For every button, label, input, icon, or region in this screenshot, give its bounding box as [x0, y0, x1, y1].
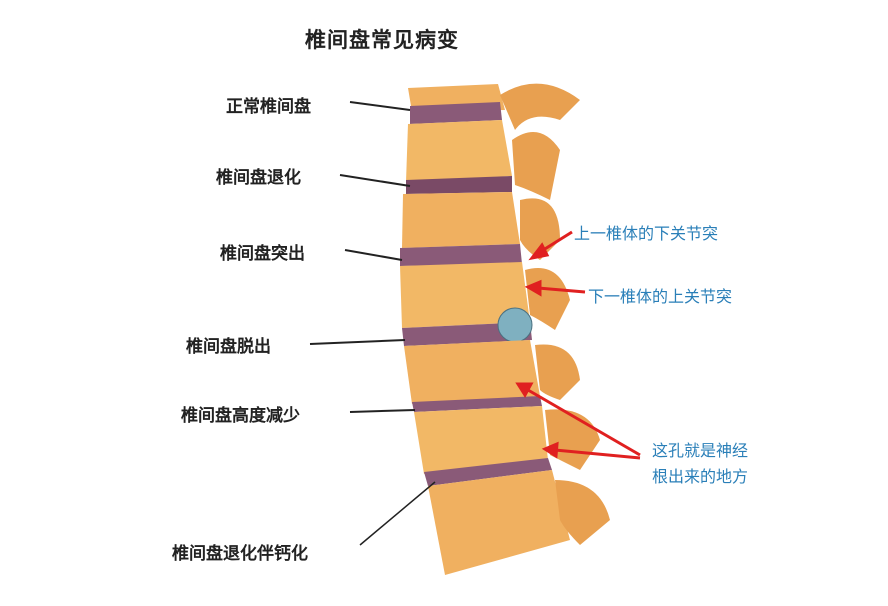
label-foramen-line1: 这孔就是神经 [652, 441, 749, 460]
vertebra [404, 340, 540, 404]
leader-lines [309, 101, 436, 546]
label-disc-herniation: 椎间盘脱出 [186, 337, 271, 357]
label-disc-bulge: 椎间盘突出 [220, 244, 305, 264]
calcified-disc [424, 458, 552, 486]
diagram-title: 椎间盘常见病变 [305, 28, 459, 52]
vertebra [406, 120, 512, 182]
red-arrows [515, 230, 641, 460]
label-calcification: 椎间盘退化伴钙化 [172, 544, 308, 564]
label-disc-height-loss: 椎间盘高度减少 [181, 406, 300, 426]
vertebral-column [400, 84, 570, 575]
normal-disc [410, 102, 502, 124]
vertebra [428, 470, 570, 575]
label-upper-facet: 上一椎体的下关节突 [574, 224, 719, 243]
label-foramen-line2: 根出来的地方 [652, 467, 749, 486]
disc-herniation [497, 307, 533, 343]
watermark: 快传号 [532, 558, 652, 604]
thin-disc [412, 396, 542, 412]
vertebra [400, 262, 530, 328]
label-normal-disc: 正常椎间盘 [226, 97, 311, 117]
label-disc-degeneration: 椎间盘退化 [216, 168, 301, 188]
vertebra [402, 192, 520, 248]
label-lower-facet: 下一椎体的上关节突 [588, 287, 733, 306]
degenerated-disc [406, 176, 512, 194]
vertebra [414, 406, 548, 474]
